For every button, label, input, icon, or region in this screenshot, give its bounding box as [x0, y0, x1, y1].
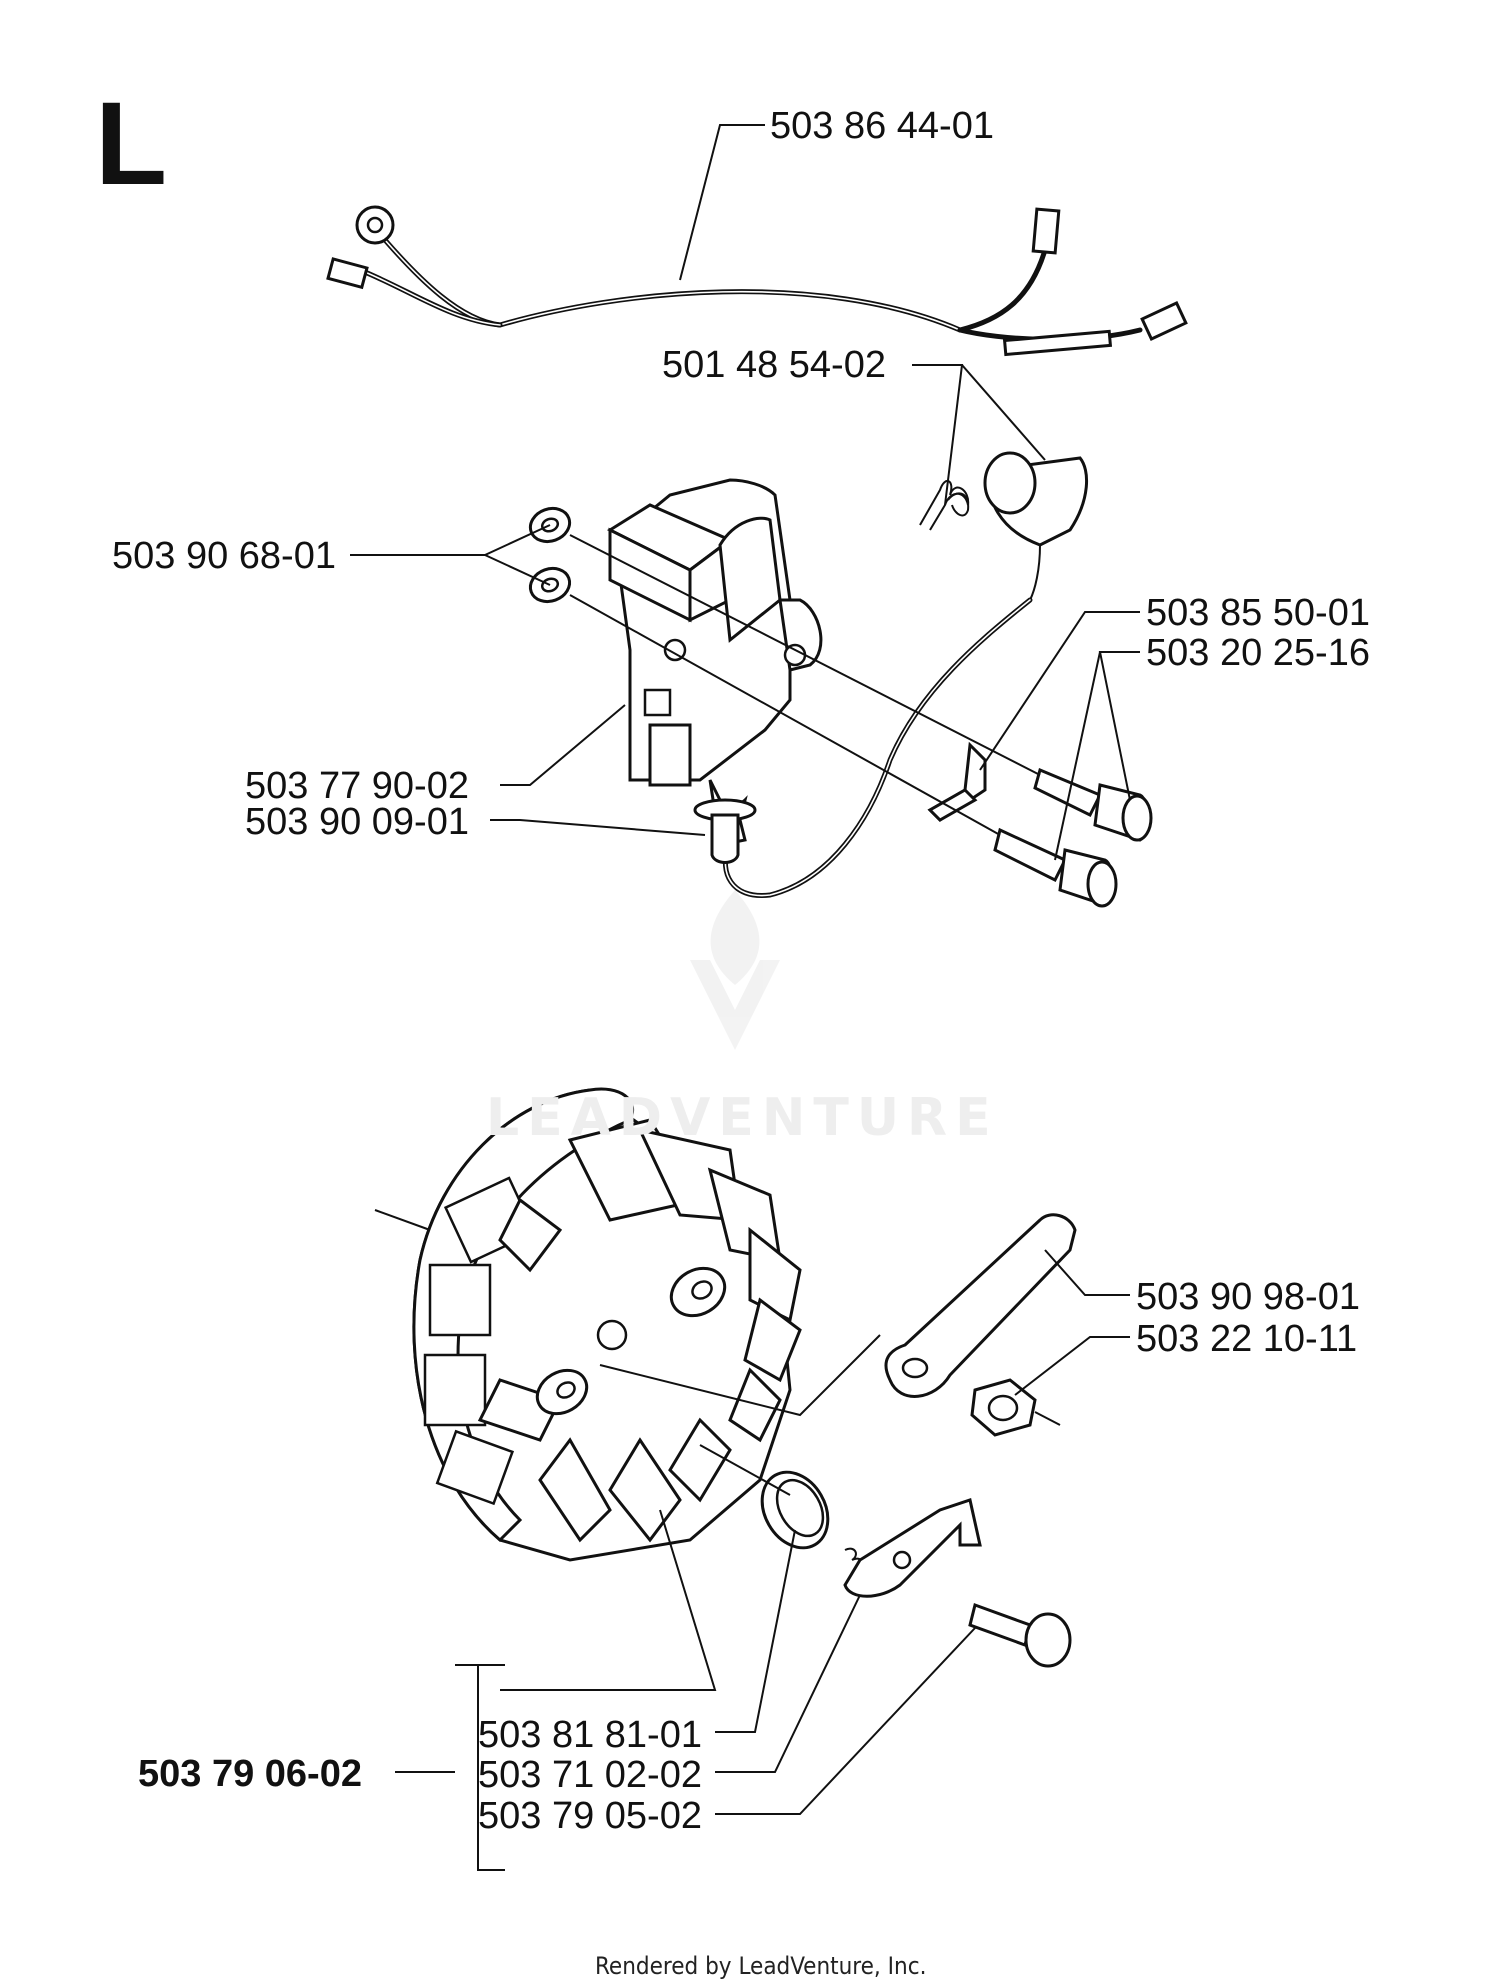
wire-harness — [326, 205, 1188, 357]
label-spark-plug-lead: 503 90 09-01 — [245, 801, 469, 843]
watermark-text: LEADVENTURE — [486, 1088, 999, 1148]
flywheel-ring — [760, 1470, 864, 1571]
label-pawl-pin: 503 79 05-02 — [478, 1795, 702, 1837]
label-pawl: 503 71 02-02 — [478, 1754, 702, 1796]
label-stop-lever: 503 90 98-01 — [1136, 1276, 1360, 1318]
label-ignition-module: 503 77 90-02 — [245, 765, 469, 807]
label-flywheel-kit: 503 79 06-02 — [138, 1753, 362, 1795]
washers — [528, 506, 572, 604]
spark-plug-cap — [722, 451, 1089, 898]
flywheel — [374, 1087, 802, 1562]
section-letter: L — [95, 78, 168, 210]
leader-lines — [350, 124, 1140, 1871]
label-washer: 503 90 68-01 — [112, 535, 336, 577]
pawl-pin — [968, 1603, 1072, 1668]
spring — [919, 480, 970, 531]
label-bracket: 503 85 50-01 — [1146, 592, 1370, 634]
nut — [970, 1378, 1061, 1437]
bracket — [927, 741, 987, 822]
stop-lever — [884, 1213, 1077, 1398]
footer-credit: Rendered by LeadVenture, Inc. — [595, 1952, 927, 1980]
label-flywheel: 503 81 81-01 — [478, 1714, 702, 1756]
label-nut: 503 22 10-11 — [1136, 1318, 1358, 1360]
pawl — [843, 1498, 982, 1598]
label-wire-harness: 503 86 44-01 — [770, 105, 994, 147]
label-spark-plug-cap: 501 48 54-02 — [662, 344, 886, 386]
ignition-module — [606, 478, 823, 864]
screws — [993, 767, 1153, 908]
watermark-logo — [690, 890, 780, 1050]
label-screw: 503 20 25-16 — [1146, 632, 1370, 674]
